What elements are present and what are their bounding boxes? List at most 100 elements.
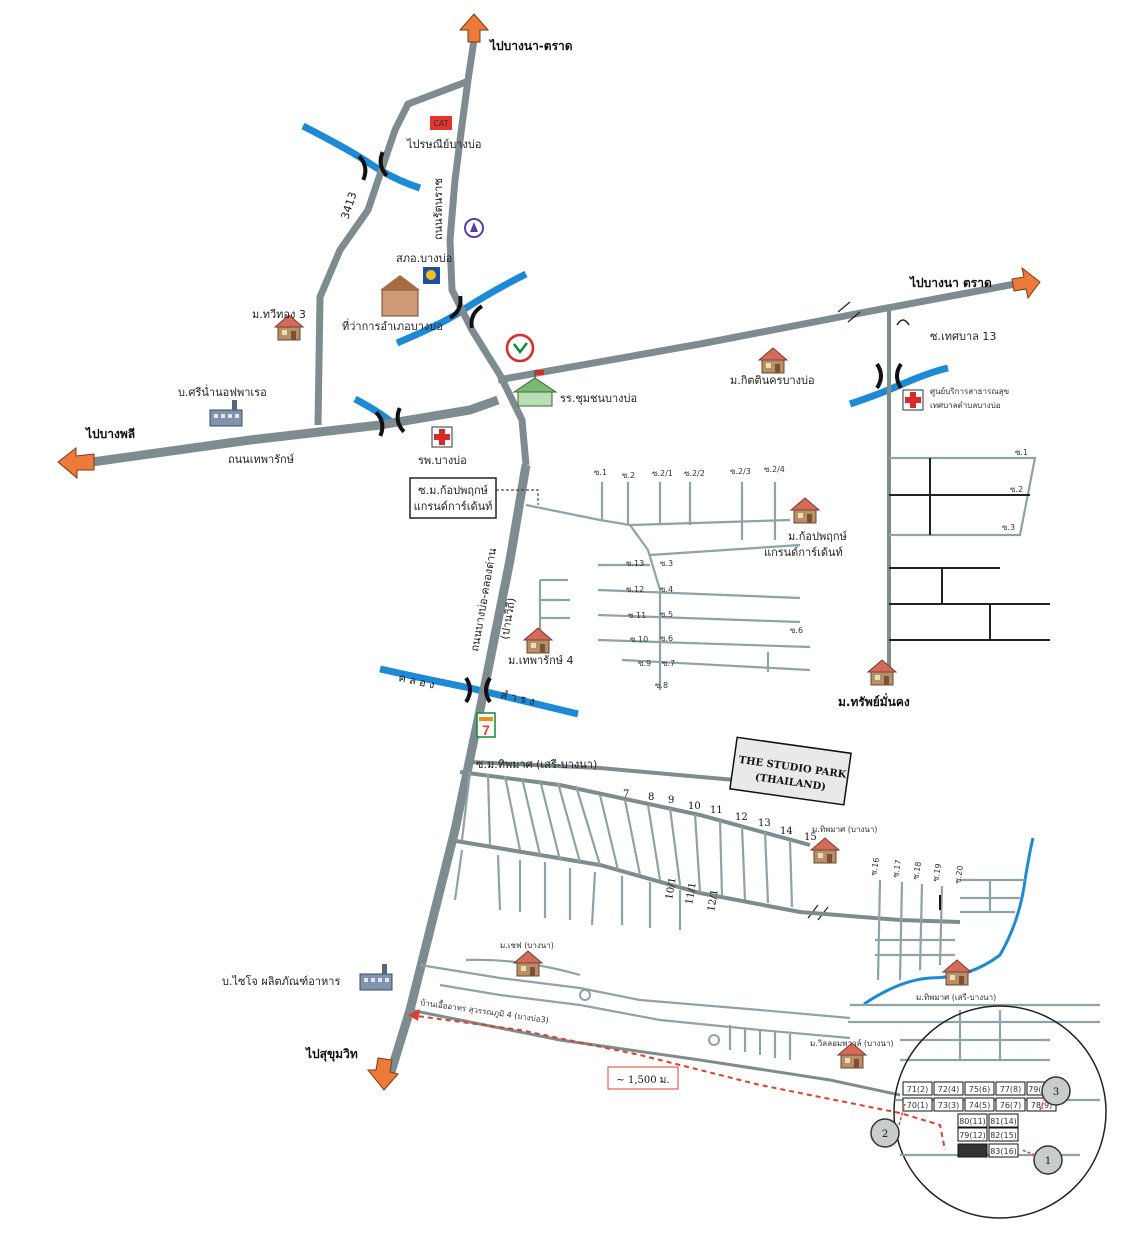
label-to-bangna-trat-east: ไปบางนา ตราด — [908, 275, 992, 290]
label-to-bangna-trat-north: ไปบางนา-ตราด — [488, 38, 573, 53]
label-ratanarat-road: ถนนรัตนราช — [432, 178, 445, 240]
soi-label: ซ.6 — [790, 626, 803, 635]
label-thiphmas-bangna: ม.ทิพมาศ (บางนา) — [812, 825, 877, 834]
label-saiyo-factory: บ.ไซโจ ผลิตภัณฑ์อาหาร — [222, 974, 340, 988]
marker-2[interactable]: 2 — [870, 1118, 900, 1148]
label-school: รร.ชุมชนบางบ่อ — [560, 392, 637, 405]
soi-label: ซ.19 — [931, 863, 943, 882]
seven-eleven-icon: 7 — [476, 712, 496, 738]
soi-label: ซ.16 — [869, 857, 881, 876]
soi-label: ซ.17 — [891, 859, 903, 878]
label-police-station: สภอ.บางบ่อ — [396, 252, 452, 265]
label-health-center-2: เทศบาลตำบลบางบ่อ — [930, 401, 1001, 410]
block-label: 79(12) — [959, 1131, 986, 1140]
soi-number: 13 — [758, 818, 771, 829]
school-icon — [512, 370, 558, 407]
block-tile — [964, 1081, 995, 1096]
soi-label: ซ.10 — [630, 635, 648, 644]
svg-text:แกรนด์การ์เด้นท์: แกรนด์การ์เด้นท์ — [414, 500, 493, 513]
label-villa-bangna: ม.วิลลอมพาวล์ (บางนา) — [810, 1038, 894, 1048]
block-tile — [902, 1081, 933, 1096]
arrow-icon — [1011, 266, 1041, 300]
soi-number: 10/1 — [664, 876, 679, 900]
soi-label: ซ.6 — [660, 634, 673, 643]
block-tile — [995, 1097, 1026, 1112]
arrow-icon — [458, 13, 490, 43]
label-health-center-1: ศูนย์บริการสาธารณสุข — [930, 386, 1009, 397]
label-soi-thesaban13: ซ.เทศบาล 13 — [930, 330, 996, 343]
block-label: 71(2) — [907, 1085, 929, 1094]
block-tile — [957, 1113, 988, 1128]
soi-label: ซ.13 — [626, 559, 644, 568]
marker-3[interactable]: 3 — [1041, 1076, 1071, 1106]
block-label: 80(11) — [959, 1117, 986, 1126]
soi-number: 11 — [710, 805, 723, 816]
block-tile — [933, 1097, 964, 1112]
soi-label: ซ.2 — [622, 471, 635, 480]
studio-park: THE STUDIO PARK (THAILAND) — [729, 736, 852, 806]
marker-1[interactable]: 1 — [1033, 1145, 1063, 1175]
soi-label: ซ.9 — [638, 659, 651, 668]
block-label: 77(8) — [1000, 1085, 1022, 1094]
arrow-icon — [57, 446, 95, 480]
block-tile — [957, 1143, 988, 1158]
svg-text:3: 3 — [1053, 1087, 1059, 1098]
soi-label: ซ.8 — [655, 681, 668, 690]
label-korpruek-2: แกรนด์การ์เด้นท์ — [764, 546, 843, 559]
thiphmas-soi-grid — [449, 760, 1025, 981]
soi-number: 9 — [668, 795, 674, 806]
block-label: 82(15) — [990, 1131, 1017, 1140]
soi-label: ซ.7 — [662, 659, 675, 668]
soi-label: ซ.1 — [594, 468, 607, 477]
block-label: 75(6) — [969, 1085, 991, 1094]
soi-label: ซ.2/3 — [730, 467, 751, 476]
numbered-markers[interactable]: 1 2 3 — [870, 1076, 1071, 1175]
svg-text:2: 2 — [882, 1129, 888, 1140]
label-route-3413: 3413 — [338, 190, 359, 221]
police-icon — [423, 267, 440, 284]
block-tile — [988, 1143, 1019, 1158]
block-tile — [964, 1097, 995, 1112]
soi-label: ซ.12 — [626, 585, 644, 594]
soi-number: 12 — [735, 812, 748, 823]
soi-number: 8 — [648, 792, 654, 803]
label-sri-nam-factory: บ.ศรีน่ำนอฟพาเรอ — [178, 384, 267, 399]
block-label: 81(14) — [990, 1117, 1017, 1126]
label-thepharak-road: ถนนเทพารักษ์ — [228, 453, 294, 466]
label-soi-thiphmas: ซ.ม.ทิพมาศ (เสรี-บางนา) — [476, 758, 597, 771]
label-hospital: รพ.บางบ่อ — [418, 454, 467, 467]
block-label: 70(1) — [907, 1101, 929, 1110]
label-sapmankong: ม.ทรัพย์มั่นคง — [838, 693, 910, 709]
ua-athon-roads — [409, 958, 1100, 1097]
svg-text:ซ.ม.ก้อปพฤกษ์: ซ.ม.ก้อปพฤกษ์ — [418, 484, 488, 497]
label-korpruek-1: ม.ก้อปพฤกษ์ — [788, 530, 847, 543]
block-tile — [995, 1081, 1026, 1096]
svg-text:1: 1 — [1045, 1156, 1051, 1167]
soi-number: 14 — [780, 826, 793, 837]
main-roads — [91, 39, 1016, 1077]
block-label: 74(5) — [969, 1101, 991, 1110]
soi-number: 10 — [688, 801, 701, 812]
block-label: 72(4) — [938, 1085, 960, 1094]
thesaban-soi-grid — [889, 456, 1050, 641]
soi-labels: ซ.1 ซ.2 ซ.2/1 ซ.2/2 ซ.2/3 ซ.2/4 ซ.13 ซ.1… — [594, 448, 1028, 913]
block-tile — [902, 1097, 933, 1112]
soi-label: ซ.18 — [911, 861, 923, 880]
temple-icon — [464, 218, 484, 238]
soi-label: ซ.3 — [1002, 523, 1015, 532]
soi-number: 7 — [623, 789, 629, 800]
label-ua-athon: บ้านเอื้ออาทร สุวรรณภูมิ 4 (บางบ่อ3) — [420, 996, 550, 1026]
soi-number: 15 — [804, 832, 817, 843]
map-labels: ไปบางนา-ตราด ไปบางนา ตราด ไปบางพลี ไปสุข… — [84, 38, 1009, 1062]
label-thawithong3: ม.ทวีทอง 3 — [252, 308, 306, 321]
block-tile — [988, 1127, 1019, 1142]
direction-arrows — [57, 13, 1041, 1091]
block-label: 78(9) — [1031, 1101, 1053, 1110]
block-label: 83(16) — [990, 1147, 1017, 1156]
distance-label: ~ 1,500 ม. — [616, 1075, 669, 1086]
block-tiles: 71(2)72(4)75(6)77(8)79(10)70(1)73(3)74(5… — [902, 1081, 1057, 1158]
label-post-office: ไปรษณีย์บางบ่อ — [406, 138, 481, 151]
distance-line: ~ 1,500 ม. — [408, 1009, 946, 1151]
label-kitin: ม.กิตตินครบางบ่อ — [730, 374, 815, 387]
